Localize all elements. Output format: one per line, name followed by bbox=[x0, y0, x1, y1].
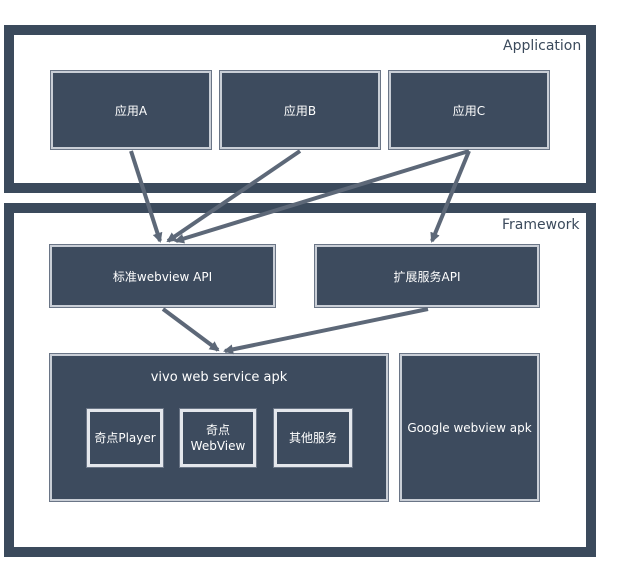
extended-service-api-label: 扩展服务API bbox=[393, 269, 461, 284]
qidian-player-label: 奇点Player bbox=[94, 431, 156, 445]
other-services-label: 其他服务 bbox=[288, 431, 337, 445]
vivo-web-service-title: vivo web service apk bbox=[150, 370, 288, 385]
app-b-label: 应用B bbox=[283, 103, 317, 118]
extended-service-api-box: 扩展服务API bbox=[314, 244, 540, 308]
standard-webview-api-box: 标准webview API bbox=[49, 244, 276, 308]
google-webview-box: Google webview apk bbox=[399, 353, 540, 502]
app-c-label: 应用C bbox=[452, 103, 486, 118]
app-b-box: 应用B bbox=[219, 70, 381, 150]
qidian-webview-label-line1: 奇点 bbox=[205, 423, 230, 437]
qidian-webview-box: 奇点 WebView bbox=[179, 408, 257, 468]
app-c-box: 应用C bbox=[388, 70, 550, 150]
app-a-box: 应用A bbox=[50, 70, 212, 150]
qidian-player-box: 奇点Player bbox=[86, 408, 164, 468]
application-layer-title: Application bbox=[503, 38, 582, 54]
other-services-box: 其他服务 bbox=[273, 408, 353, 468]
app-a-label: 应用A bbox=[114, 103, 148, 118]
framework-layer-title: Framework bbox=[502, 217, 580, 233]
qidian-webview-label-line2: WebView bbox=[190, 439, 246, 453]
standard-webview-api-label: 标准webview API bbox=[112, 269, 213, 284]
google-webview-label: Google webview apk bbox=[407, 420, 532, 435]
